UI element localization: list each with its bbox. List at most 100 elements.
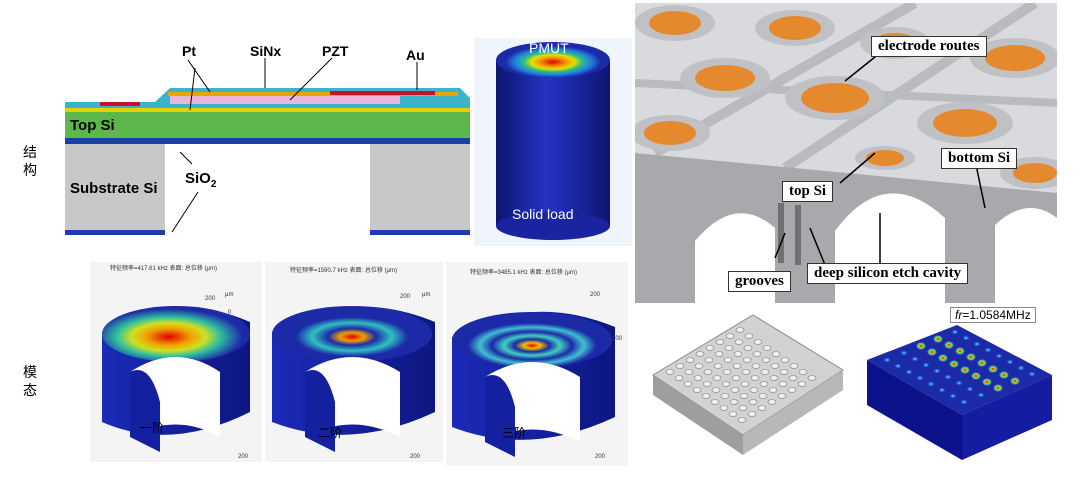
device-cell (735, 327, 745, 333)
mode-3-order: 三阶 (502, 426, 526, 440)
device-cell (693, 375, 703, 381)
device-cell (710, 399, 720, 405)
sim-cell (951, 329, 959, 335)
pt-top-layer (168, 92, 458, 96)
row-label-structure: 结 构 (22, 143, 38, 179)
device-cell-grid (665, 327, 817, 423)
device-cell (740, 381, 750, 387)
device-cell (743, 345, 753, 351)
sim-cell (984, 347, 992, 353)
mode-2-title: 特征频率=1590.7 kHz 表面: 总位移 (μm) (290, 266, 397, 274)
cylinder-body (496, 60, 610, 226)
pzt-layer (170, 96, 400, 104)
pmut-cross-section: Pt SiNx PZT Au Top Si Substrate Si SiO2 (60, 40, 472, 240)
arrow-grooves (774, 232, 786, 259)
device-cell (757, 405, 767, 411)
device-cell (753, 339, 763, 345)
sim-cell-grid (883, 329, 1036, 405)
arrow-cavity-groove (809, 227, 826, 266)
device-cell (712, 375, 722, 381)
label-solid-load: Solid load (512, 206, 574, 222)
mode1-tick-um: μm (225, 292, 233, 298)
label-pzt: PZT (322, 43, 349, 59)
device-cell (713, 363, 723, 369)
device-cell (741, 369, 751, 375)
au-pad-right (330, 91, 435, 95)
device-cell (780, 357, 790, 363)
device-cell (729, 399, 739, 405)
array-device-model (648, 310, 848, 470)
array-device-svg (652, 314, 844, 455)
mode3-tick-200: 200 (590, 292, 601, 298)
mode-3-model (452, 311, 615, 457)
sim-cell (966, 386, 974, 392)
label-bottom-si: bottom Si (941, 148, 1018, 169)
sim-cell (933, 368, 941, 374)
leader-sio2-up (179, 151, 193, 165)
top-si-layer (65, 112, 470, 138)
device-cell (675, 363, 685, 369)
device-side-left (653, 375, 743, 455)
bottom-oxide-right (370, 230, 470, 235)
device-cell (684, 369, 694, 375)
device-cell (768, 387, 778, 393)
device-cell (692, 387, 702, 393)
device-cell (733, 351, 743, 357)
device-cell (742, 357, 752, 363)
substrate-right (370, 144, 470, 232)
mode-1-order: 一阶 (140, 421, 164, 435)
sim-cell-active (916, 342, 926, 350)
label-sio2-base: SiO (185, 170, 211, 187)
sim-cell (911, 356, 919, 362)
device-cell (777, 393, 787, 399)
sim-cell (944, 374, 952, 380)
sim-cell-active (999, 371, 1009, 379)
mode-1-title: 特征频率=417.61 kHz 表面: 总位移 (μm) (110, 264, 217, 272)
label-substrate-si: Substrate Si (70, 180, 158, 197)
groove-2 (795, 205, 801, 265)
label-grooves: grooves (728, 271, 791, 292)
cross-section-svg (65, 57, 470, 235)
leader-pt (187, 59, 211, 93)
device-cell (719, 405, 729, 411)
device-cell (739, 393, 749, 399)
device-cell (730, 387, 740, 393)
row-label-structure-char-1: 结 (23, 144, 37, 160)
cylinder-top-displacement (505, 46, 601, 78)
bottom-oxide-left (65, 230, 165, 235)
groove-1 (778, 203, 784, 263)
array-sim-svg (867, 325, 1052, 460)
device-cell (737, 417, 747, 423)
device-cell (714, 351, 724, 357)
mode3-tick-200b: 200 (595, 454, 606, 460)
row-label-modes: 模 态 (22, 363, 38, 399)
mode1-tick-0: 0 (228, 310, 232, 316)
device-cell (767, 399, 777, 405)
sim-cell (894, 363, 902, 369)
sim-cell-active (1010, 377, 1020, 385)
row-label-modes-char-2: 态 (23, 382, 37, 398)
label-sio2: SiO2 (185, 170, 216, 190)
device-cell (711, 387, 721, 393)
sim-cell (916, 375, 924, 381)
label-fr-symbol: fr (955, 308, 963, 322)
sim-cell (995, 353, 1003, 359)
leader-pt-bottom (189, 67, 196, 111)
device-cell (732, 363, 742, 369)
mode-simulations: 200 μm 0 200 200 μm 200 200 -200 200 特征频… (90, 262, 630, 466)
sinx-layer-left (65, 102, 470, 108)
device-cell (748, 399, 758, 405)
sim-cell (905, 369, 913, 375)
sim-top (867, 325, 1052, 415)
sim-cell (922, 362, 930, 368)
mode2-tick-um: μm (422, 292, 430, 298)
sim-cell-active (966, 353, 976, 361)
label-fr-value: =1.0584MHz (962, 308, 1031, 322)
sim-cell (938, 387, 946, 393)
device-cell (758, 393, 768, 399)
device-cell (683, 381, 693, 387)
device-cell (788, 375, 798, 381)
sim-cell-active (977, 359, 987, 367)
mode1-tick-200b: 200 (238, 454, 249, 460)
device-cell (704, 357, 714, 363)
